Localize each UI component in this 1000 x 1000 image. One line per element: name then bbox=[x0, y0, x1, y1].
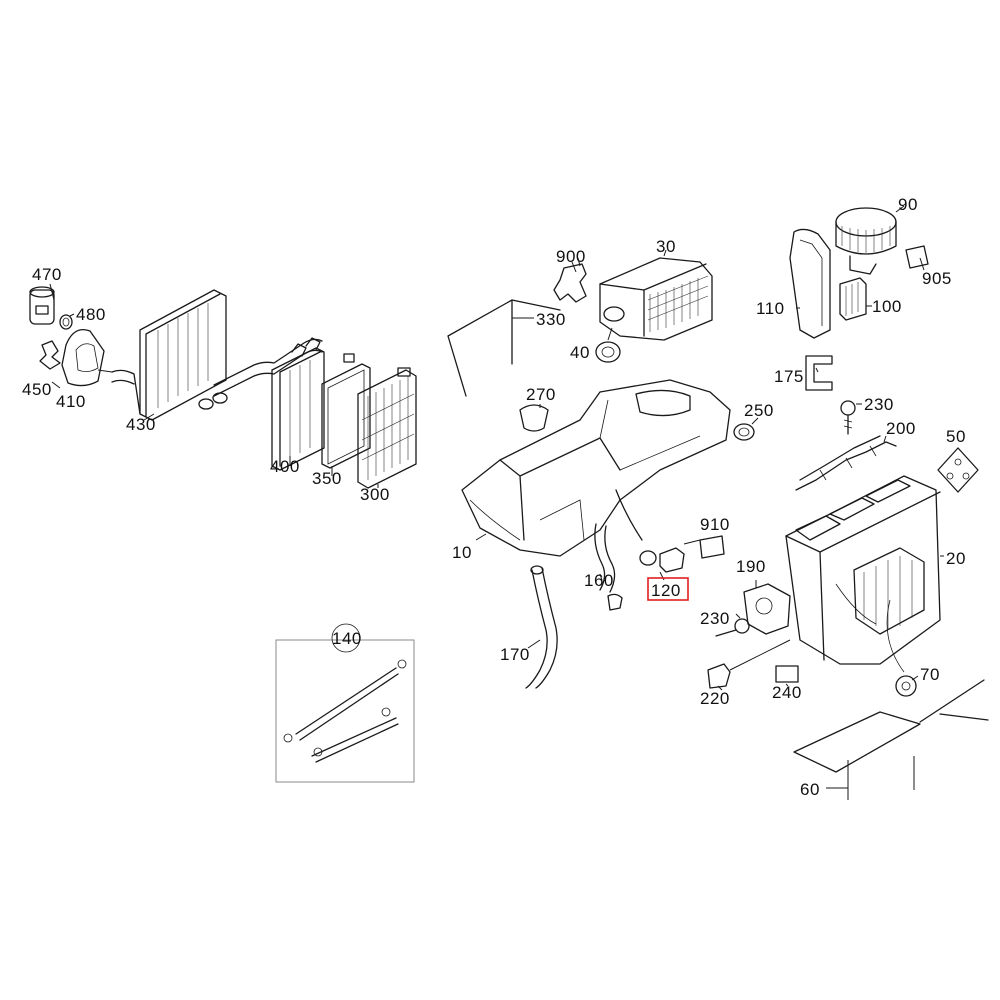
callout-140[interactable]: 140 bbox=[332, 629, 362, 648]
callout-900[interactable]: 900 bbox=[556, 247, 586, 266]
callout-350[interactable]: 350 bbox=[312, 469, 342, 488]
part-120-temperature-sensor[interactable] bbox=[615, 489, 665, 581]
part-190-actuator-motor[interactable] bbox=[743, 583, 791, 635]
callout-40[interactable]: 40 bbox=[570, 343, 590, 362]
part-910-connector[interactable] bbox=[659, 535, 725, 573]
callout-120[interactable]: 120 bbox=[651, 581, 681, 600]
callout-160[interactable]: 160 bbox=[584, 571, 614, 590]
part-200-wiring-harness[interactable] bbox=[795, 435, 897, 491]
part-400-heater-core[interactable] bbox=[271, 337, 325, 471]
callout-470[interactable]: 470 bbox=[32, 265, 62, 284]
part-430-evaporator[interactable] bbox=[111, 289, 323, 421]
callout-480[interactable]: 480 bbox=[76, 305, 106, 324]
part-230-screw-top[interactable] bbox=[840, 400, 856, 435]
part-60-seal-gasket[interactable] bbox=[793, 679, 989, 800]
callout-190[interactable]: 190 bbox=[736, 557, 766, 576]
callout-250[interactable]: 250 bbox=[744, 401, 774, 420]
part-350-filter-frame[interactable] bbox=[321, 353, 371, 469]
callout-200[interactable]: 200 bbox=[886, 419, 916, 438]
callout-450[interactable]: 450 bbox=[22, 380, 52, 399]
part-905-connector[interactable] bbox=[905, 245, 929, 269]
part-50-triangle-plate[interactable] bbox=[937, 447, 979, 493]
part-90-blower-motor[interactable] bbox=[835, 207, 897, 275]
part-300-cabin-filter[interactable] bbox=[357, 367, 417, 489]
callout-400[interactable]: 400 bbox=[270, 457, 300, 476]
callout-175[interactable]: 175 bbox=[774, 367, 804, 386]
callout-170[interactable]: 170 bbox=[500, 645, 530, 664]
part-270-cap[interactable] bbox=[519, 404, 549, 432]
part-100-blower-resistor[interactable] bbox=[839, 277, 867, 321]
part-110-air-duct[interactable] bbox=[789, 228, 831, 339]
part-900-bracket[interactable] bbox=[553, 261, 587, 303]
part-220-sensor[interactable] bbox=[707, 639, 791, 689]
callout-70[interactable]: 70 bbox=[920, 665, 940, 684]
part-140-hose-set[interactable] bbox=[283, 659, 407, 763]
callout-430[interactable]: 430 bbox=[126, 415, 156, 434]
part-230-screw-bottom[interactable] bbox=[715, 618, 750, 637]
callout-270[interactable]: 270 bbox=[526, 385, 556, 404]
callout-30[interactable]: 30 bbox=[656, 237, 676, 256]
callout-330[interactable]: 330 bbox=[536, 310, 566, 329]
part-330-seal[interactable] bbox=[447, 299, 561, 397]
callout-240[interactable]: 240 bbox=[772, 683, 802, 702]
part-470-expansion-valve[interactable] bbox=[29, 286, 55, 325]
callout-20[interactable]: 20 bbox=[946, 549, 966, 568]
callout-10[interactable]: 10 bbox=[452, 543, 472, 562]
callout-50[interactable]: 50 bbox=[946, 427, 966, 446]
callout-90[interactable]: 90 bbox=[898, 195, 918, 214]
callout-230-top[interactable]: 230 bbox=[864, 395, 894, 414]
callout-910[interactable]: 910 bbox=[700, 515, 730, 534]
callout-410[interactable]: 410 bbox=[56, 392, 86, 411]
part-410-valve-cover[interactable] bbox=[61, 328, 113, 387]
part-20-hvac-upper-housing[interactable] bbox=[785, 475, 941, 673]
callout-300[interactable]: 300 bbox=[360, 485, 390, 504]
callout-220[interactable]: 220 bbox=[700, 689, 730, 708]
part-170-drain-tube[interactable] bbox=[525, 565, 558, 689]
part-480-seal-ring[interactable] bbox=[59, 314, 73, 330]
part-10-hvac-lower-housing[interactable] bbox=[461, 379, 731, 557]
part-70-screw[interactable] bbox=[895, 675, 917, 697]
callout-100[interactable]: 100 bbox=[872, 297, 902, 316]
highlight-box-120 bbox=[647, 577, 689, 601]
part-160-drain-hose[interactable] bbox=[594, 523, 623, 611]
part-250-grommet[interactable] bbox=[733, 423, 755, 441]
part-30-blend-housing[interactable] bbox=[599, 257, 713, 341]
callout-140-circle bbox=[331, 623, 361, 653]
callout-60[interactable]: 60 bbox=[800, 780, 820, 799]
leader-lines bbox=[49, 205, 944, 789]
part-450-clip[interactable] bbox=[39, 340, 61, 370]
callout-230-bottom[interactable]: 230 bbox=[700, 609, 730, 628]
inset-box-140 bbox=[275, 639, 415, 783]
part-175-clip[interactable] bbox=[805, 355, 833, 391]
part-40-actuator[interactable] bbox=[595, 327, 621, 363]
callout-905[interactable]: 905 bbox=[922, 269, 952, 288]
callout-110[interactable]: 110 bbox=[756, 299, 785, 318]
callout-labels: 470 480 450 410 430 400 350 300 900 30 3… bbox=[22, 195, 966, 799]
part-240-clip[interactable] bbox=[775, 665, 799, 683]
